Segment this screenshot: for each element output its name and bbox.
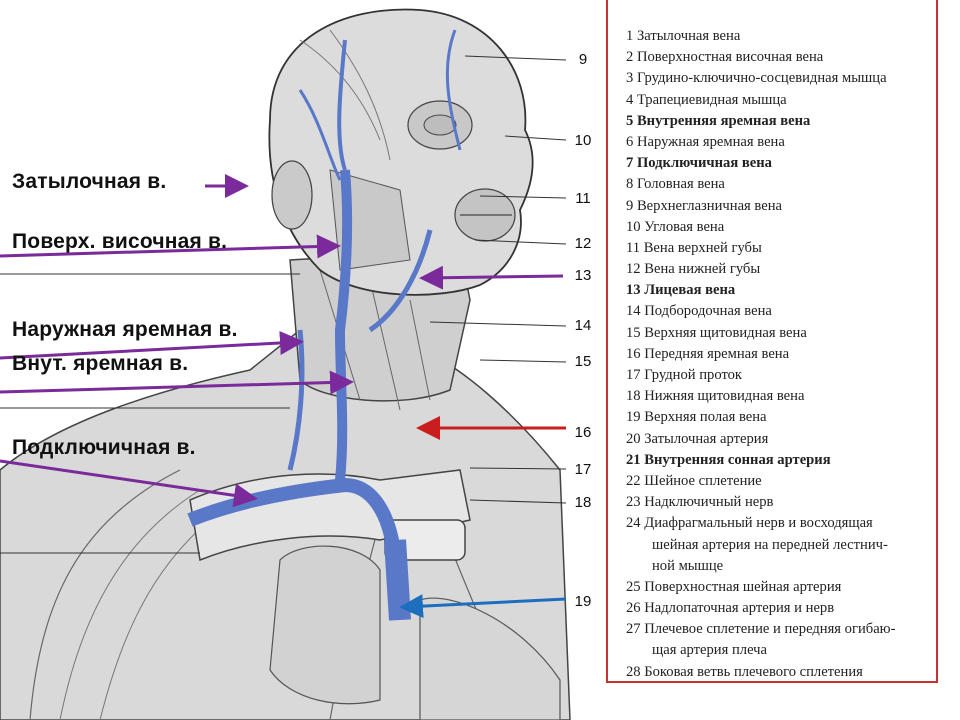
figure-number-17: 17 — [574, 461, 592, 478]
lung — [269, 545, 561, 720]
legend-item: 13 Лицевая вена — [626, 282, 736, 299]
legend-item: 22 Шейное сплетение — [626, 472, 762, 489]
legend-item: 8 Головная вена — [626, 176, 725, 193]
figure-number-9: 9 — [578, 51, 588, 68]
legend-item: 21 Внутренняя сонная артерия — [626, 451, 831, 468]
legend-item: 10 Угловая вена — [626, 218, 725, 235]
legend-item: 2 Поверхностная височная вена — [626, 49, 824, 66]
legend-item: ной мышце — [652, 557, 724, 574]
legend-item: 7 Подключичная вена — [626, 155, 772, 172]
arrow-temporal-vein — [0, 234, 341, 259]
legend-item: 16 Передняя яремная вена — [626, 345, 790, 362]
figure-number-11: 11 — [575, 190, 591, 207]
legend-item: 19 Верхняя полая вена — [626, 409, 767, 426]
legend-item: 3 Грудино-ключично-сосцевидная мышца — [626, 70, 887, 87]
arrow-internal-jugular — [0, 370, 354, 395]
head — [268, 8, 534, 296]
legend-item: 17 Грудной проток — [626, 367, 743, 383]
legend-item: 9 Верхнеглазничная вена — [626, 197, 782, 214]
legend-item: щая артерия плеча — [652, 642, 768, 659]
label-external-jugular-vein: Наружная яремная в. — [12, 318, 238, 341]
legend-panel: 1 Затылочная вена 2 Поверхностная височна… — [606, 0, 938, 683]
label-occipital-vein: Затылочная в. — [12, 170, 167, 193]
figure-number-19: 19 — [574, 593, 592, 610]
legend-item: 23 Надключичный нерв — [626, 494, 774, 511]
figure-number-16: 16 — [574, 424, 592, 441]
figure-number-15: 15 — [574, 353, 592, 370]
legend-item: 28 Боковая ветвь плечевого сплетения — [626, 663, 863, 680]
figure-number-14: 14 — [574, 317, 592, 334]
label-superficial-temporal-vein: Поверх. височная в. — [12, 230, 228, 253]
figure-number-18: 18 — [574, 494, 592, 511]
leader-lines — [0, 55, 567, 554]
figure-number-13: 13 — [574, 267, 592, 284]
legend-item: шейная артерия на передней лестнич- — [652, 536, 888, 553]
arrow-superior-vena-cava — [399, 594, 567, 619]
legend-item: 18 Нижняя щитовидная вена — [626, 388, 805, 405]
legend-item: 27 Плечевое сплетение и передняя огибаю- — [626, 621, 896, 638]
figure-number-12: 12 — [574, 235, 592, 252]
arrow-subclavian — [0, 459, 258, 508]
arrow-facial-vein — [419, 265, 564, 290]
legend-item: 15 Верхняя щитовидная вена — [626, 324, 807, 341]
legend-item: 25 Поверхностная шейная артерия — [626, 578, 842, 595]
legend-item: 4 Трапециевидная мышца — [626, 91, 787, 108]
legend-item: 24 Диафрагмальный нерв и восходящая — [626, 515, 873, 532]
legend-item: 11 Вена верхней губы — [626, 239, 762, 256]
legend-item: 1 Затылочная вена — [626, 28, 741, 44]
legend-list: 1 Затылочная вена 2 Поверхностная височна… — [626, 26, 895, 683]
legend-item: 26 Надлопаточная артерия и нерв — [626, 600, 835, 617]
legend-item: 6 Наружная яремная вена — [626, 133, 785, 150]
label-internal-jugular-vein: Внут. яремная в. — [12, 352, 189, 375]
legend-item: 20 Затылочная артерия — [626, 430, 769, 447]
figure-number-10: 10 — [574, 132, 592, 149]
arrow-external-jugular — [0, 330, 304, 360]
legend-item: 5 Внутренняя яремная вена — [626, 112, 811, 129]
legend-item: 14 Подбородочная вена — [626, 303, 772, 320]
legend-item: 12 Вена нижней губы — [626, 261, 761, 278]
label-subclavian-vein: Подключичная в. — [12, 436, 196, 459]
